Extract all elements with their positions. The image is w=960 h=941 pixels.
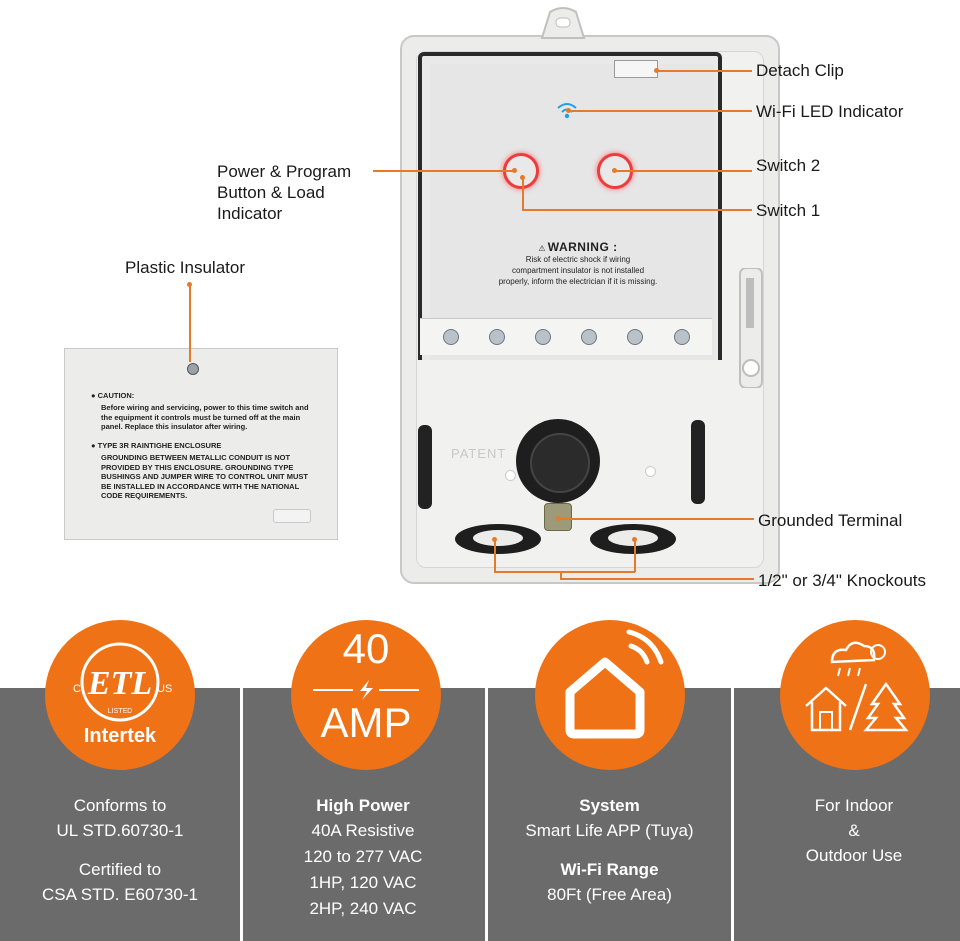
band-divider bbox=[240, 688, 243, 941]
callout-line bbox=[522, 209, 752, 211]
control-panel bbox=[418, 52, 722, 360]
warning-line-1: Risk of electric shock if wiring bbox=[525, 255, 631, 264]
amp-unit: AMP bbox=[320, 699, 412, 746]
amp-badge: 40 AMP bbox=[291, 620, 441, 770]
feature-line: For Indoor bbox=[814, 796, 894, 815]
terminal-screw bbox=[489, 329, 505, 345]
callout-line bbox=[634, 540, 636, 572]
warning-triangle-icon: ⚠ bbox=[538, 244, 546, 253]
feature-line: UL STD.60730-1 bbox=[56, 821, 184, 840]
feature-certification: Conforms to UL STD.60730-1 Certified to … bbox=[0, 688, 240, 941]
feature-line: Certified to bbox=[78, 860, 162, 879]
left-side-knockout bbox=[418, 425, 432, 509]
terminal-screw bbox=[443, 329, 459, 345]
callout-line bbox=[494, 571, 635, 573]
feature-line: & bbox=[848, 821, 860, 840]
warning-title: ⚠ WARNING : bbox=[538, 240, 618, 254]
power-program-label: Power & Program Button & Load Indicator bbox=[217, 162, 352, 223]
terminal-block bbox=[420, 318, 712, 355]
hanging-tab bbox=[540, 7, 586, 39]
band-divider bbox=[731, 688, 734, 941]
switch-1-label: Switch 1 bbox=[756, 201, 821, 220]
feature-title: Wi-Fi Range bbox=[560, 860, 659, 879]
feature-line: 40A Resistive bbox=[311, 821, 415, 840]
feature-title: System bbox=[579, 796, 640, 815]
feature-system: System Smart Life APP (Tuya) Wi-Fi Range… bbox=[488, 688, 728, 941]
callout-line bbox=[560, 571, 562, 579]
type-title: ● TYPE 3R RAINTIGHE ENCLOSURE bbox=[91, 441, 222, 450]
svg-text:US: US bbox=[157, 683, 172, 695]
detach-clip[interactable] bbox=[614, 60, 658, 78]
callout-line bbox=[373, 170, 513, 172]
svg-text:ETL: ETL bbox=[87, 665, 152, 702]
feature-environment: For Indoor & Outdoor Use bbox=[734, 688, 960, 941]
feature-line: 80Ft (Free Area) bbox=[547, 885, 672, 904]
feature-line: 1HP, 120 VAC bbox=[309, 873, 417, 892]
feature-line: CSA STD. E60730-1 bbox=[42, 885, 198, 904]
caution-body: Before wiring and servicing, power to th… bbox=[101, 403, 309, 431]
mount-hole bbox=[645, 466, 656, 477]
indoor-outdoor-badge bbox=[780, 620, 930, 770]
switch-2-label: Switch 2 bbox=[756, 156, 821, 175]
plastic-insulator: ● CAUTION: Before wiring and servicing, … bbox=[64, 348, 338, 540]
terminal-screw bbox=[535, 329, 551, 345]
feature-spacer bbox=[0, 843, 240, 857]
feature-line: 120 to 277 VAC bbox=[303, 847, 423, 866]
etl-badge: ETL C US LISTED Intertek bbox=[45, 620, 195, 770]
band-divider bbox=[485, 688, 488, 941]
feature-line: Outdoor Use bbox=[805, 846, 903, 865]
terminal-screw bbox=[674, 329, 690, 345]
insulator-tab bbox=[273, 509, 311, 523]
callout-line bbox=[614, 170, 752, 172]
caution-title: ● CAUTION: bbox=[91, 391, 135, 400]
insulator-screw bbox=[187, 363, 199, 375]
feature-line: 2HP, 240 VAC bbox=[309, 899, 417, 918]
svg-text:C: C bbox=[73, 683, 81, 695]
feature-title: High Power bbox=[316, 796, 410, 815]
bottom-knockout-left bbox=[455, 524, 541, 554]
callout-line bbox=[522, 177, 524, 210]
mount-hole bbox=[505, 470, 516, 481]
feature-line: Conforms to bbox=[73, 796, 167, 815]
warning-line-3: properly, inform the electrician if it i… bbox=[498, 277, 658, 286]
callout-line bbox=[494, 540, 496, 572]
detach-clip-label: Detach Clip bbox=[756, 61, 844, 80]
center-knockout bbox=[516, 419, 600, 503]
callout-dot bbox=[632, 537, 637, 542]
feature-spacer bbox=[488, 843, 731, 857]
warning-label: ⚠ WARNING : Risk of electric shock if wi… bbox=[478, 240, 678, 287]
callout-line bbox=[560, 578, 754, 580]
right-side-knockout bbox=[691, 420, 705, 504]
knockouts-label: 1/2" or 3/4" Knockouts bbox=[758, 571, 926, 590]
wifi-led-label: Wi-Fi LED Indicator bbox=[756, 102, 904, 121]
smart-home-wifi-icon bbox=[565, 629, 664, 739]
grounded-terminal-label: Grounded Terminal bbox=[758, 511, 903, 530]
feature-power: High Power 40A Resistive 120 to 277 VAC … bbox=[243, 688, 483, 941]
type-body: GROUNDING BETWEEN METALLIC CONDUIT IS NO… bbox=[101, 453, 308, 500]
callout-line bbox=[656, 70, 752, 72]
terminal-screw bbox=[581, 329, 597, 345]
amp-number: 40 bbox=[342, 625, 390, 672]
feature-line: Smart Life APP (Tuya) bbox=[525, 821, 694, 840]
weather-house-tree-icon bbox=[805, 641, 909, 732]
terminal-screw bbox=[627, 329, 643, 345]
callout-line bbox=[558, 518, 754, 520]
callout-dot bbox=[492, 537, 497, 542]
callout-line bbox=[189, 284, 191, 362]
smart-home-badge bbox=[535, 620, 685, 770]
side-latch bbox=[739, 268, 763, 388]
lightning-icon bbox=[313, 680, 419, 700]
plastic-insulator-label: Plastic Insulator bbox=[125, 258, 245, 277]
callout-dot bbox=[512, 168, 517, 173]
patent-emboss: PATENT bbox=[451, 446, 507, 461]
callout-line bbox=[568, 110, 752, 112]
svg-text:LISTED: LISTED bbox=[108, 708, 133, 715]
warning-line-2: compartment insulator is not installed bbox=[511, 266, 645, 275]
svg-text:Intertek: Intertek bbox=[84, 725, 157, 747]
panel-face bbox=[430, 64, 714, 360]
etl-listed-icon: ETL C US LISTED Intertek bbox=[73, 642, 172, 747]
